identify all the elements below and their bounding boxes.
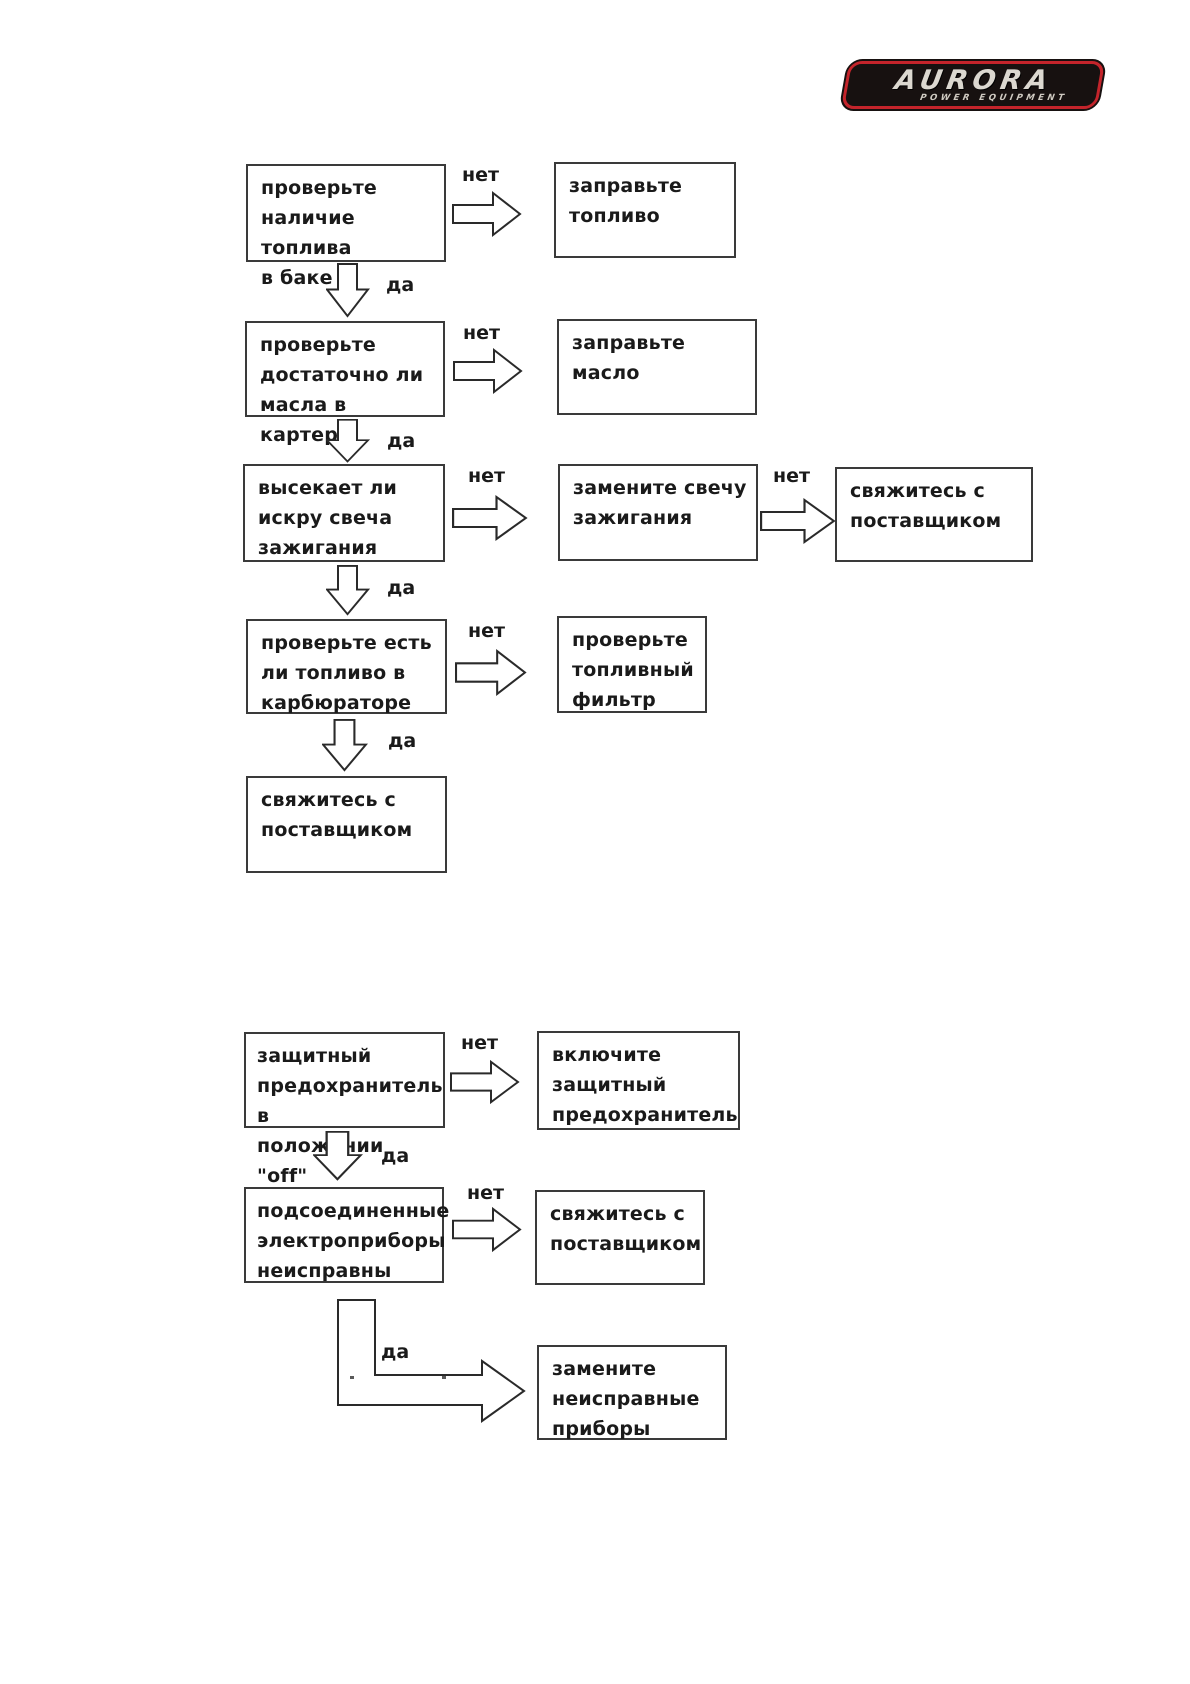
- no-label: нет: [463, 322, 501, 344]
- logo-tagline-text: POWER EQUIPMENT: [919, 92, 1069, 103]
- flow-step-contact-supplier-after-plug: свяжитесь с поставщиком: [835, 467, 1033, 562]
- yes-label: да: [387, 430, 416, 452]
- yes-arrow-icon: [326, 565, 370, 616]
- yes-arrow-icon: [326, 263, 370, 318]
- logo-plate: AURORA POWER EQUIPMENT: [840, 61, 1106, 109]
- yes-label: да: [386, 274, 415, 296]
- flow-step-contact-supplier-final: свяжитесь с поставщиком: [246, 776, 447, 873]
- yes-arrow-icon: [326, 419, 370, 463]
- yes-arrow-icon: [322, 719, 368, 772]
- yes-arrow-icon: [313, 1131, 363, 1181]
- flow-step-check-fuel: проверьте наличие топлива в баке: [246, 164, 446, 289]
- no-arrow-icon: [452, 1206, 522, 1253]
- yes-label: да: [381, 1341, 410, 1363]
- flow-step-replace-spark-plug: замените свечу зажигания: [558, 464, 758, 561]
- flow-step-fuse-in-off: защитный предохранитель в положении "off…: [244, 1032, 445, 1187]
- no-label: нет: [468, 465, 506, 487]
- yes-label: да: [387, 577, 416, 599]
- flow-step-connected-devices-faulty: подсоединенные электроприборы неисправны: [244, 1187, 449, 1283]
- no-arrow-icon: [760, 497, 836, 545]
- flow-step-check-spark: высекает ли искру свеча зажигания: [243, 464, 445, 562]
- no-label: нет: [461, 1032, 499, 1054]
- logo-brand-text: AURORA: [892, 64, 1056, 96]
- no-arrow-icon: [455, 648, 527, 697]
- yes-label: да: [381, 1145, 410, 1167]
- artifact-dot: [350, 1376, 354, 1379]
- no-label: нет: [462, 164, 500, 186]
- artifact-dot: [442, 1376, 446, 1379]
- no-arrow-icon: [450, 1059, 520, 1105]
- flow-step-check-carburetor: проверьте есть ли топливо в карбюраторе: [246, 619, 447, 714]
- aurora-logo: AURORA POWER EQUIPMENT: [840, 61, 1106, 109]
- flow-step-switch-on-fuse: включите защитный предохранитель: [537, 1031, 740, 1130]
- flow-step-check-fuel-filter: проверьте топливный фильтр: [557, 616, 707, 713]
- no-arrow-icon: [453, 347, 523, 395]
- flow-step-replace-faulty-devices: замените неисправные приборы: [537, 1345, 727, 1440]
- flow-step-refuel: заправьте топливо: [554, 162, 736, 258]
- no-label: нет: [468, 620, 506, 642]
- flow-step-check-oil: проверьте достаточно ли масла в картере: [245, 321, 445, 446]
- flow-step-refill-oil: заправьте масло: [557, 319, 757, 415]
- flow-step-contact-supplier: свяжитесь с поставщиком: [535, 1190, 705, 1285]
- no-label: нет: [467, 1182, 505, 1204]
- no-arrow-icon: [452, 494, 528, 542]
- yes-elbow-arrow-icon: [335, 1297, 527, 1425]
- no-arrow-icon: [452, 190, 522, 238]
- yes-label: да: [388, 730, 417, 752]
- no-label: нет: [773, 465, 811, 487]
